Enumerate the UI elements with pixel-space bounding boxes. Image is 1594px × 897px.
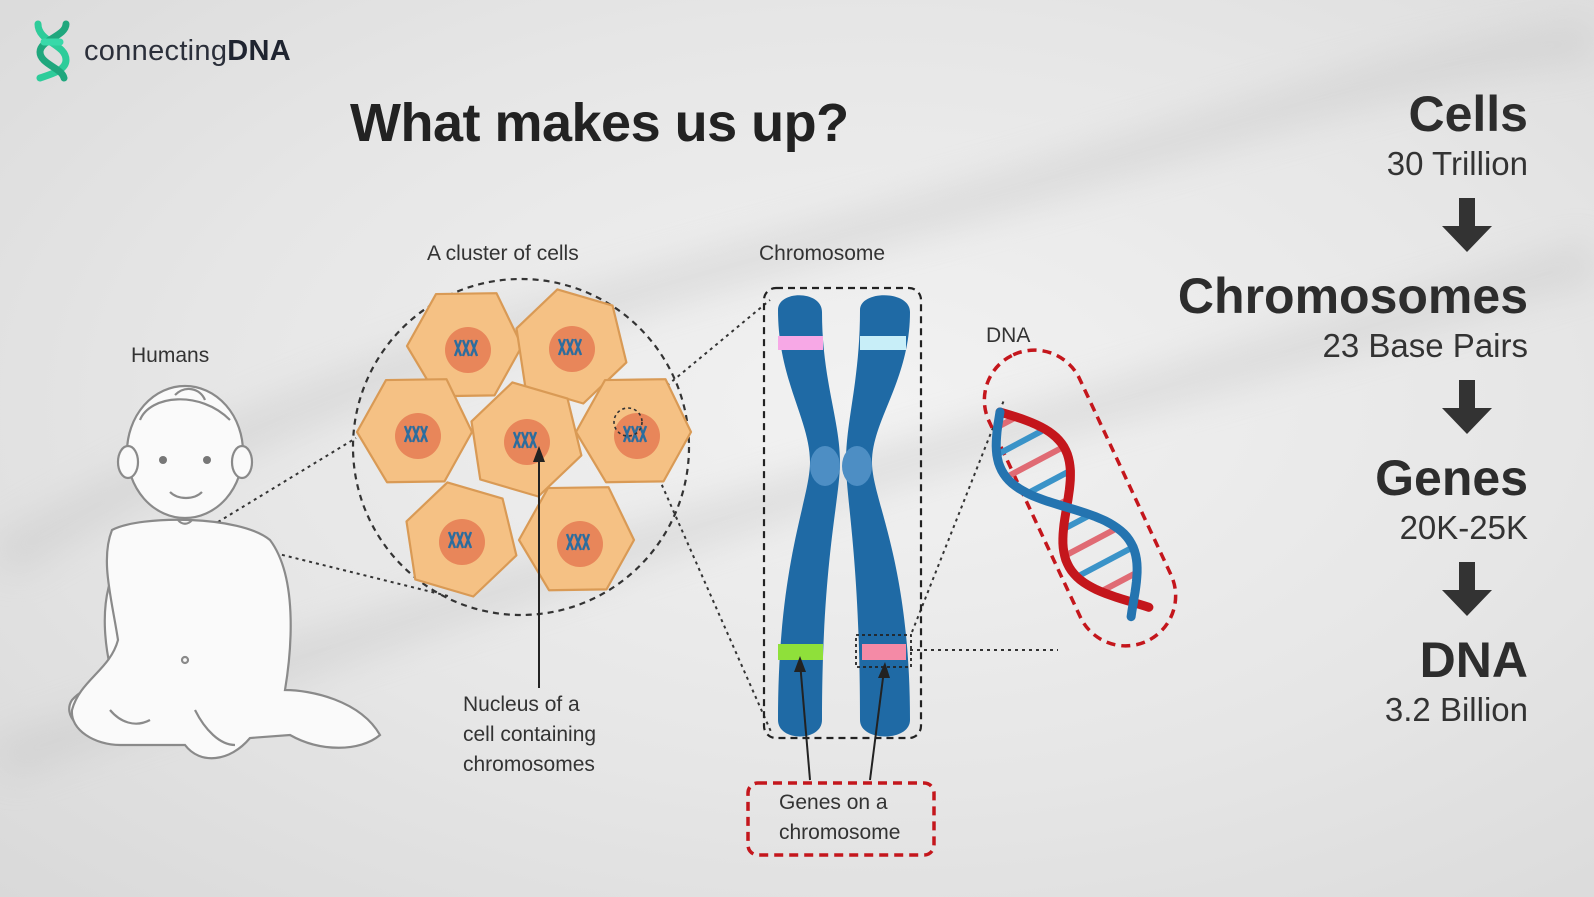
stat-genes: Genes 20K-25K [1108,450,1528,548]
mini-chromosome [557,338,567,356]
dna-base-pair [1075,544,1135,580]
dna-base-pair [995,426,1047,458]
mini-chromosome [573,533,583,551]
mini-chromosome [565,533,575,551]
brand-name: connectingDNA [84,34,292,67]
humans-label: Humans [131,344,210,367]
stat-value: 3.2 Billion [1384,691,1528,728]
down-arrow-icon [1108,198,1528,252]
mini-chromosome [622,425,632,443]
mini-chromosome [565,338,575,356]
down-arrow-icon [1108,562,1528,616]
brand-logo[interactable]: connectingDNA [32,20,291,82]
genes-label-box [746,781,936,857]
genes-label: Genes on a chromosome [779,791,901,844]
mini-chromosome [455,531,465,549]
dna-label: DNA [986,324,1031,347]
stat-chromosomes: Chromosomes 23 Base Pairs [1108,268,1528,366]
stat-cells: Cells 30 Trillion [1108,86,1528,184]
mini-chromosome [520,431,530,449]
connector-lines [213,299,1058,735]
stat-heading: Cells [1408,86,1528,142]
chromosome-label: Chromosome [759,242,886,265]
page-title: What makes us up? [350,93,849,153]
stat-heading: Genes [1375,450,1528,506]
dna-base-pair [1026,468,1072,496]
stats-column: Cells 30 Trillion Chromosomes 23 Base Pa… [1108,86,1528,730]
cell-cluster-label: A cluster of cells [427,242,579,265]
mini-chromosome [403,425,413,443]
dna-base-pair [1004,444,1066,480]
mini-chromosome [453,339,463,357]
mini-chromosome [411,425,421,443]
stat-value: 20K-25K [1399,509,1528,546]
dna-helix-illustration [982,348,1178,648]
nucleus-label: Nucleus of a cell containing chromosomes [463,693,597,776]
mini-chromosome [528,431,538,449]
mini-chromosome [463,531,473,549]
human-baby-illustration [68,384,382,760]
stat-heading: Chromosomes [1177,268,1528,324]
mini-chromosome [461,339,471,357]
down-arrow-icon [1108,380,1528,434]
mini-chromosome [469,339,479,357]
dna-base-pair [1099,569,1139,595]
cell-cluster [351,277,693,688]
stat-dna: DNA 3.2 Billion [1108,632,1528,730]
dna-base-pair [1063,525,1119,559]
stat-value: 30 Trillion [1386,145,1528,182]
stat-heading: DNA [1419,632,1528,688]
mini-chromosome [581,533,591,551]
mini-chromosome [419,425,429,443]
dna-helix-logo-icon [34,20,70,82]
mini-chromosome [512,431,522,449]
mini-chromosome [573,338,583,356]
chromosome-illustration [762,286,923,781]
stat-value: 23 Base Pairs [1322,327,1528,364]
mini-chromosome [447,531,457,549]
